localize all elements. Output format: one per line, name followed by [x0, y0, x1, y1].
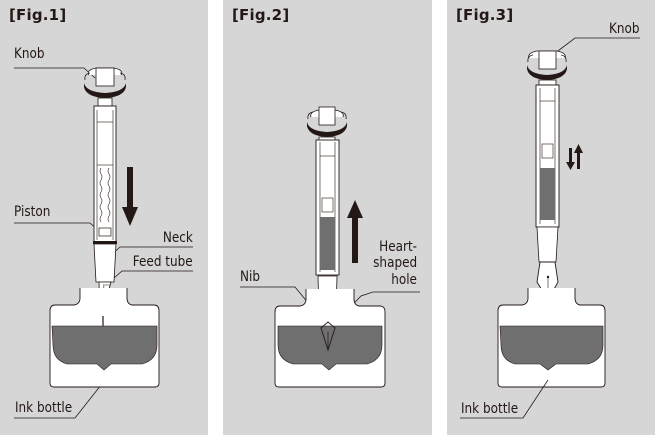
knob-icon [527, 50, 567, 86]
heart-shaped-hole-label-line2: shaped [373, 255, 417, 271]
piston-label: Piston [14, 204, 51, 220]
ink-bottle-label: Ink bottle [15, 400, 73, 416]
ink-bottle-leader-line [460, 379, 549, 419]
piston-leader-line [14, 222, 101, 233]
figure-2-panel: [Fig.2] [223, 0, 432, 435]
nib-leader-line [240, 286, 310, 305]
figure-3-title: [Fig.3] [456, 6, 514, 24]
feed-tube-label: Feed tube [133, 254, 193, 270]
knob-leader-line [14, 67, 96, 79]
ink-bottle-label: Ink bottle [461, 401, 519, 417]
ink-in-barrel [540, 168, 555, 220]
knob-label: Knob [14, 46, 45, 62]
ink-bottle-drawing [49, 288, 160, 388]
figure-1-title: [Fig.1] [9, 6, 67, 24]
ink-bottle-drawing [497, 288, 606, 388]
ink-bottle-drawing [274, 289, 386, 388]
neck-label: Neck [162, 230, 193, 246]
figure-1-panel: [Fig.1] [0, 0, 208, 435]
knob-icon [84, 67, 126, 107]
figure-2-illustration [240, 106, 420, 388]
nib-label: Nib [240, 269, 260, 285]
ink-bottle-leader-line [14, 379, 106, 419]
arrow-up-down-icon [566, 144, 583, 170]
figure-1-illustration [14, 67, 193, 419]
pen-neck [93, 243, 117, 283]
ink-in-barrel [320, 217, 335, 270]
pen-neck [536, 226, 559, 263]
pen-barrel [535, 84, 560, 301]
figure-2-title: [Fig.2] [232, 6, 290, 24]
heart-shaped-hole-label-line3: hole [391, 272, 417, 288]
knob-icon [307, 106, 347, 142]
knob-leader-line [549, 37, 640, 58]
heart-shaped-hole-label-line1: Heart- [379, 239, 417, 255]
knob-label: Knob [609, 21, 640, 37]
figure-3-panel: [Fig.3] [447, 0, 655, 435]
piston-head [98, 227, 112, 237]
arrow-down-icon [122, 167, 138, 226]
figure-3-illustration [460, 37, 640, 419]
pen-barrel [93, 105, 117, 319]
feed-tube-leader-line [105, 270, 193, 286]
arrow-up-icon [347, 200, 363, 263]
